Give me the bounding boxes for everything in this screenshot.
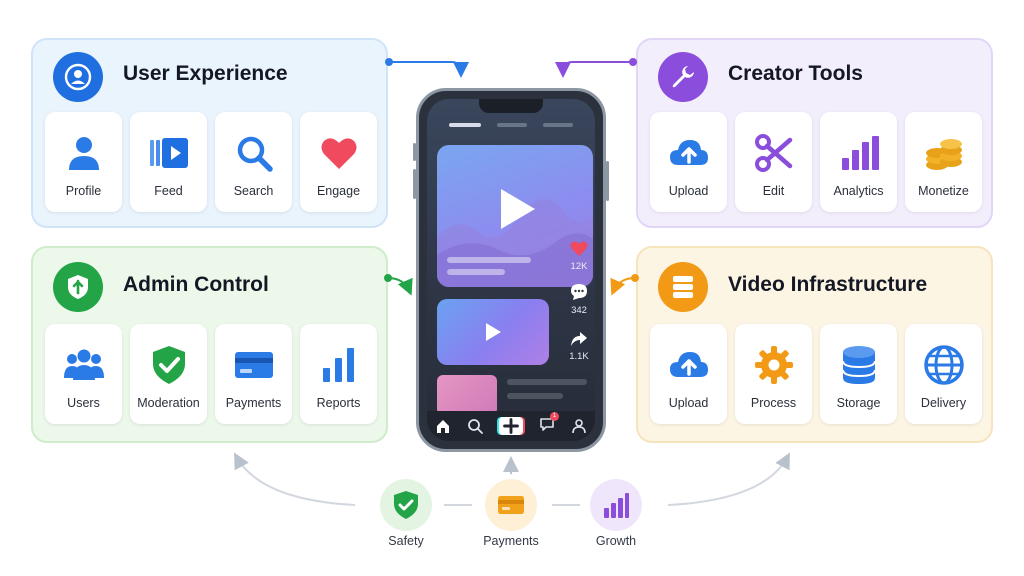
edit-card[interactable]: Edit <box>735 112 812 212</box>
comment-count: 342 <box>571 305 587 316</box>
inbox-button[interactable]: 1 <box>539 411 559 437</box>
profile-card[interactable]: Profile <box>45 112 122 212</box>
notification-badge: 1 <box>550 411 559 421</box>
credit-card-icon <box>234 352 273 378</box>
infra-upload-card[interactable]: Upload <box>650 324 727 424</box>
phone-notch <box>479 99 543 113</box>
monetize-card[interactable]: Monetize <box>905 112 982 212</box>
shield-check-icon <box>394 491 418 519</box>
reports-label: Reports <box>316 396 361 410</box>
bar-chart-icon <box>322 348 354 382</box>
growth-label: Growth <box>595 534 637 548</box>
analytics-card[interactable]: Analytics <box>820 112 897 212</box>
bar-chart-icon <box>841 136 879 170</box>
creator-tools-panel: Creator Tools Upload Edit Analytics Mone… <box>636 38 993 228</box>
safety-circle[interactable] <box>380 479 432 531</box>
admin-payments-card[interactable]: Payments <box>215 324 292 424</box>
profile-icon[interactable] <box>571 418 587 434</box>
coins-icon <box>925 139 962 170</box>
person-icon <box>68 137 99 170</box>
search-icon <box>237 136 273 172</box>
scissors-icon <box>754 134 792 172</box>
phone-mockup: 12K 342 1.1K 1 <box>413 88 609 452</box>
video-feed-icon <box>149 138 188 168</box>
create-plus-button[interactable] <box>499 417 523 435</box>
feed-label: Feed <box>154 184 183 198</box>
safety-label: Safety <box>388 534 424 548</box>
share-icon[interactable] <box>570 331 588 347</box>
creator-upload-card[interactable]: Upload <box>650 112 727 212</box>
growth-circle[interactable] <box>590 479 642 531</box>
reports-card[interactable]: Reports <box>300 324 377 424</box>
profile-label: Profile <box>65 184 102 198</box>
search-icon[interactable] <box>467 418 483 434</box>
bar-chart-icon <box>604 493 629 518</box>
engage-card[interactable]: Engage <box>300 112 377 212</box>
wrench-icon <box>658 52 708 102</box>
create-plus-icon <box>503 418 519 434</box>
moderation-card[interactable]: Moderation <box>130 324 207 424</box>
credit-card-icon <box>498 496 524 514</box>
process-label: Process <box>750 396 797 410</box>
globe-icon <box>923 345 964 385</box>
play-icon[interactable] <box>484 322 502 342</box>
heart-icon <box>321 138 356 169</box>
shield-check-icon <box>152 346 185 384</box>
home-icon[interactable] <box>435 418 451 434</box>
process-card[interactable]: Process <box>735 324 812 424</box>
delivery-card[interactable]: Delivery <box>905 324 982 424</box>
database-icon <box>841 346 876 384</box>
feed-card[interactable]: Feed <box>130 112 207 212</box>
server-stack-icon <box>658 262 708 312</box>
moderation-label: Moderation <box>137 396 200 410</box>
search-card[interactable]: Search <box>215 112 292 212</box>
payments-label: Payments <box>483 534 539 548</box>
analytics-label: Analytics <box>833 184 884 198</box>
cloud-upload-icon <box>669 352 708 377</box>
creator-tools-title: Creator Tools <box>728 62 863 85</box>
video-thumbnail[interactable] <box>437 299 549 365</box>
ux-to-phone-arrow <box>385 58 469 78</box>
edit-label: Edit <box>762 184 785 198</box>
like-count: 12K <box>570 261 588 272</box>
gear-icon <box>754 346 793 384</box>
admin-shield-icon <box>53 262 103 312</box>
user-experience-panel: User Experience Profile Feed Search Enga… <box>31 38 388 228</box>
user-experience-title: User Experience <box>123 62 288 85</box>
cloud-upload-icon <box>669 140 708 165</box>
creator-to-phone-arrow <box>555 58 637 78</box>
storage-card[interactable]: Storage <box>820 324 897 424</box>
user-experience-icon <box>53 52 103 102</box>
like-heart-icon[interactable] <box>570 241 588 257</box>
play-icon[interactable] <box>497 187 537 231</box>
payments-circle[interactable] <box>485 479 537 531</box>
users-icon <box>63 349 104 380</box>
admin-control-panel: Admin Control Users Moderation Payments … <box>31 246 388 443</box>
admin-payments-label: Payments <box>225 396 282 410</box>
infra-upload-label: Upload <box>668 396 709 410</box>
monetize-label: Monetize <box>918 184 969 198</box>
comment-icon[interactable] <box>570 283 588 301</box>
featured-video-card[interactable] <box>437 145 593 287</box>
users-card[interactable]: Users <box>45 324 122 424</box>
share-count: 1.1K <box>569 351 589 362</box>
delivery-label: Delivery <box>920 396 967 410</box>
video-infrastructure-title: Video Infrastructure <box>728 273 928 296</box>
feed-tabs[interactable] <box>449 123 573 127</box>
bottom-nav-bar: 1 <box>427 411 595 441</box>
video-infrastructure-panel: Video Infrastructure Upload Process Stor… <box>636 246 993 443</box>
engage-label: Engage <box>316 184 361 198</box>
storage-label: Storage <box>836 396 881 410</box>
users-label: Users <box>67 396 100 410</box>
phone-screen: 12K 342 1.1K 1 <box>427 99 595 441</box>
admin-control-title: Admin Control <box>123 273 269 296</box>
creator-upload-label: Upload <box>668 184 709 198</box>
search-label: Search <box>233 184 274 198</box>
video-thumbnail-small[interactable] <box>437 375 497 415</box>
